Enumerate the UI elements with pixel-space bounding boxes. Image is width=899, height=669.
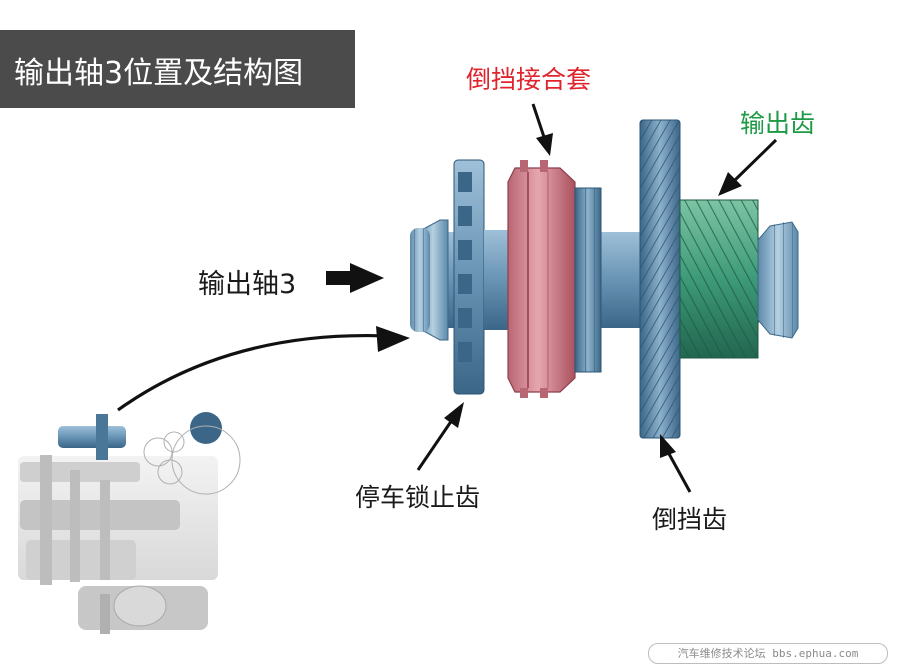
inset-output-shaft-highlight xyxy=(58,426,126,448)
parking-lock-gear-label: 停车锁止齿 xyxy=(355,483,481,512)
watermark: 汽车维修技术论坛 bbs.ephua.com xyxy=(648,643,888,664)
left-tapered-bearing xyxy=(410,219,449,341)
output-shaft-assembly xyxy=(410,119,799,439)
shaft-block-arrow xyxy=(326,263,384,293)
output-gear-pointer-arrow xyxy=(718,138,778,196)
gearbox-layout-inset xyxy=(18,412,241,634)
page-title: 输出轴3位置及结构图 xyxy=(14,56,304,91)
reverse-gear-label: 倒挡齿 xyxy=(652,505,728,534)
title-banner: 输出轴3位置及结构图 xyxy=(0,30,355,108)
sleeve-pointer-arrow xyxy=(531,103,553,156)
output-gear-label: 输出齿 xyxy=(740,109,816,138)
reverse-sleeve-label: 倒挡接合套 xyxy=(466,65,592,94)
right-tapered-bearing xyxy=(757,221,799,339)
reverse-gear xyxy=(639,119,681,439)
output-shaft-label: 输出轴3 xyxy=(198,269,297,300)
reverse-engagement-sleeve xyxy=(507,160,576,398)
arrows xyxy=(117,103,778,493)
synchronizer-hub xyxy=(574,187,602,373)
curved-sweep-arrow xyxy=(117,333,389,412)
output-gear xyxy=(679,199,759,359)
reverse-gear-pointer-arrow xyxy=(660,434,692,493)
parking-gear-pointer-arrow xyxy=(416,402,464,471)
parking-lock-gear xyxy=(453,159,510,395)
